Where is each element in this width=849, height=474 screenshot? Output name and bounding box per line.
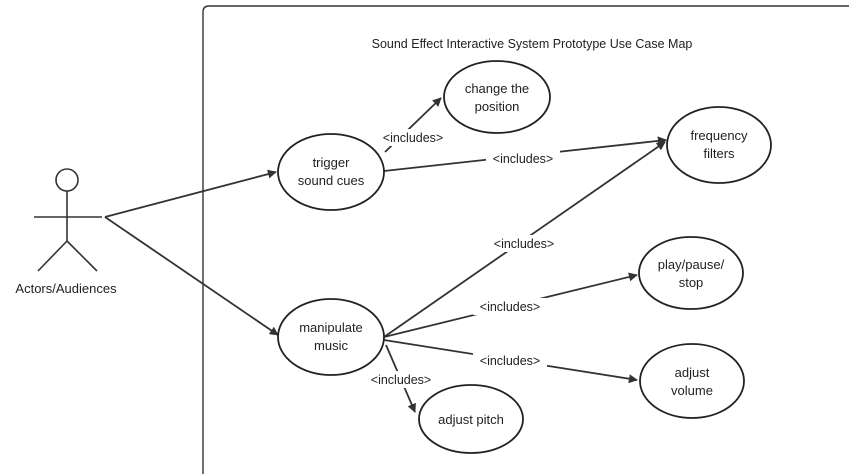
use-case-ellipse [418, 384, 524, 454]
use-case-adjust-volume: adjust volume [639, 343, 745, 419]
use-case-label-line1: change the [465, 81, 529, 96]
use-case-change-position: change the position [443, 60, 551, 134]
use-case-label-line2: stop [679, 275, 704, 290]
include-label-manipulate-frequency-filters: <includes> [487, 235, 561, 252]
edge-actor-manipulate [104, 216, 279, 336]
actor-right-leg [66, 240, 98, 272]
use-case-label-line1: adjust pitch [438, 412, 504, 427]
use-case-ellipse [638, 236, 744, 310]
include-label-text: <includes> [383, 131, 443, 145]
actor-figure [34, 168, 102, 272]
use-case-ellipse [666, 106, 772, 184]
include-label-trigger-frequency-filters: <includes> [486, 150, 560, 167]
use-case-label-line2: sound cues [298, 173, 365, 188]
include-label-manipulate-adjust-volume: <includes> [473, 352, 547, 369]
include-label-text: <includes> [480, 300, 540, 314]
use-case-label-line1: adjust [675, 365, 710, 380]
include-label-manipulate-adjust-pitch: <includes> [364, 371, 438, 388]
use-case-manipulate-music: manipulate music [277, 298, 385, 376]
use-case-label-line2: filters [703, 146, 735, 161]
actor-head [55, 168, 79, 192]
include-label-text: <includes> [493, 152, 553, 166]
use-case-frequency-filters: frequency filters [666, 106, 772, 184]
include-label-text: <includes> [480, 354, 540, 368]
use-case-label-line1: frequency [690, 128, 748, 143]
edge-actor-trigger [104, 169, 277, 218]
use-case-adjust-pitch: adjust pitch [418, 384, 524, 454]
use-case-ellipse [639, 343, 745, 419]
include-label-text: <includes> [494, 237, 554, 251]
use-case-trigger-sound-cues: trigger sound cues [277, 133, 385, 211]
actor-label: Actors/Audiences [15, 281, 117, 296]
use-case-label-line1: play/pause/ [658, 257, 725, 272]
use-case-ellipse [443, 60, 551, 134]
use-case-label-line1: manipulate [299, 320, 363, 335]
actor-left-leg [37, 240, 68, 272]
use-case-label-line2: position [475, 99, 520, 114]
use-case-label-line2: music [314, 338, 348, 353]
use-case-ellipse [277, 133, 385, 211]
use-case-ellipse [277, 298, 385, 376]
use-case-label-line2: volume [671, 383, 713, 398]
include-label-text: <includes> [371, 373, 431, 387]
use-case-label-line1: trigger [313, 155, 351, 170]
diagram-title: Sound Effect Interactive System Prototyp… [372, 37, 693, 51]
include-label-manipulate-play-pause-stop: <includes> [473, 298, 547, 315]
use-case-play-pause-stop: play/pause/ stop [638, 236, 744, 310]
include-label-trigger-change-position: <includes> [376, 129, 450, 146]
